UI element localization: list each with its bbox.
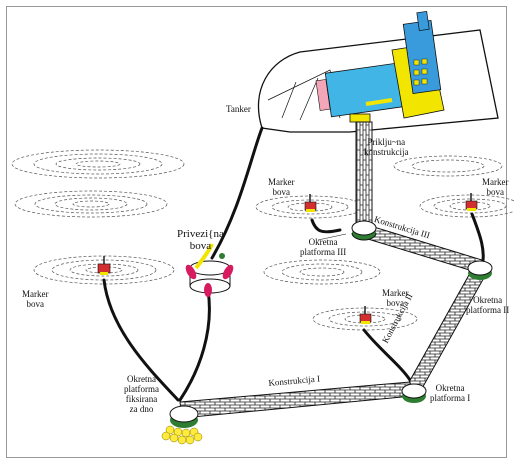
platform-iii — [351, 220, 377, 241]
label-marker-bova-right: Marker bova — [482, 177, 509, 197]
hoses — [102, 126, 485, 402]
leader-lines — [317, 233, 347, 241]
marker-buoy-right — [465, 193, 478, 211]
tanker-ship — [257, 10, 499, 133]
label-marker-bova-left: Marker bova — [22, 289, 49, 309]
marker-buoy-center — [304, 194, 317, 212]
platform-fixed — [161, 405, 203, 445]
ripples-left-top — [11, 149, 185, 179]
constructions — [179, 121, 487, 419]
label-marker-bova-lower: Marker bova — [382, 288, 409, 308]
label-okretna-platforma-fiksirana: Okretna platforma fiksirana za dno — [124, 374, 159, 414]
label-privezna-bova: Privezi{na bova — [177, 228, 224, 252]
label-okretna-platforma-ii: Okretna platforma II — [466, 295, 510, 315]
marker-buoy-lower — [359, 306, 372, 324]
mooring-buoy — [185, 243, 234, 297]
label-tanker: Tanker — [226, 104, 251, 114]
label-marker-bova-center: Marker bova — [268, 177, 295, 197]
label-okretna-platforma-i: Okretna platforma I — [430, 383, 471, 403]
platform-i — [401, 383, 427, 403]
label-prikljucna-konstrukcija: Priklju~na konstrukcija — [364, 137, 409, 157]
marker-buoy-left — [97, 256, 111, 275]
ripples-left-mid — [14, 190, 168, 218]
label-okretna-platforma-iii: Okretna platforma III — [300, 237, 347, 257]
platform-ii — [467, 260, 493, 280]
ripples-center-mid — [263, 259, 381, 285]
